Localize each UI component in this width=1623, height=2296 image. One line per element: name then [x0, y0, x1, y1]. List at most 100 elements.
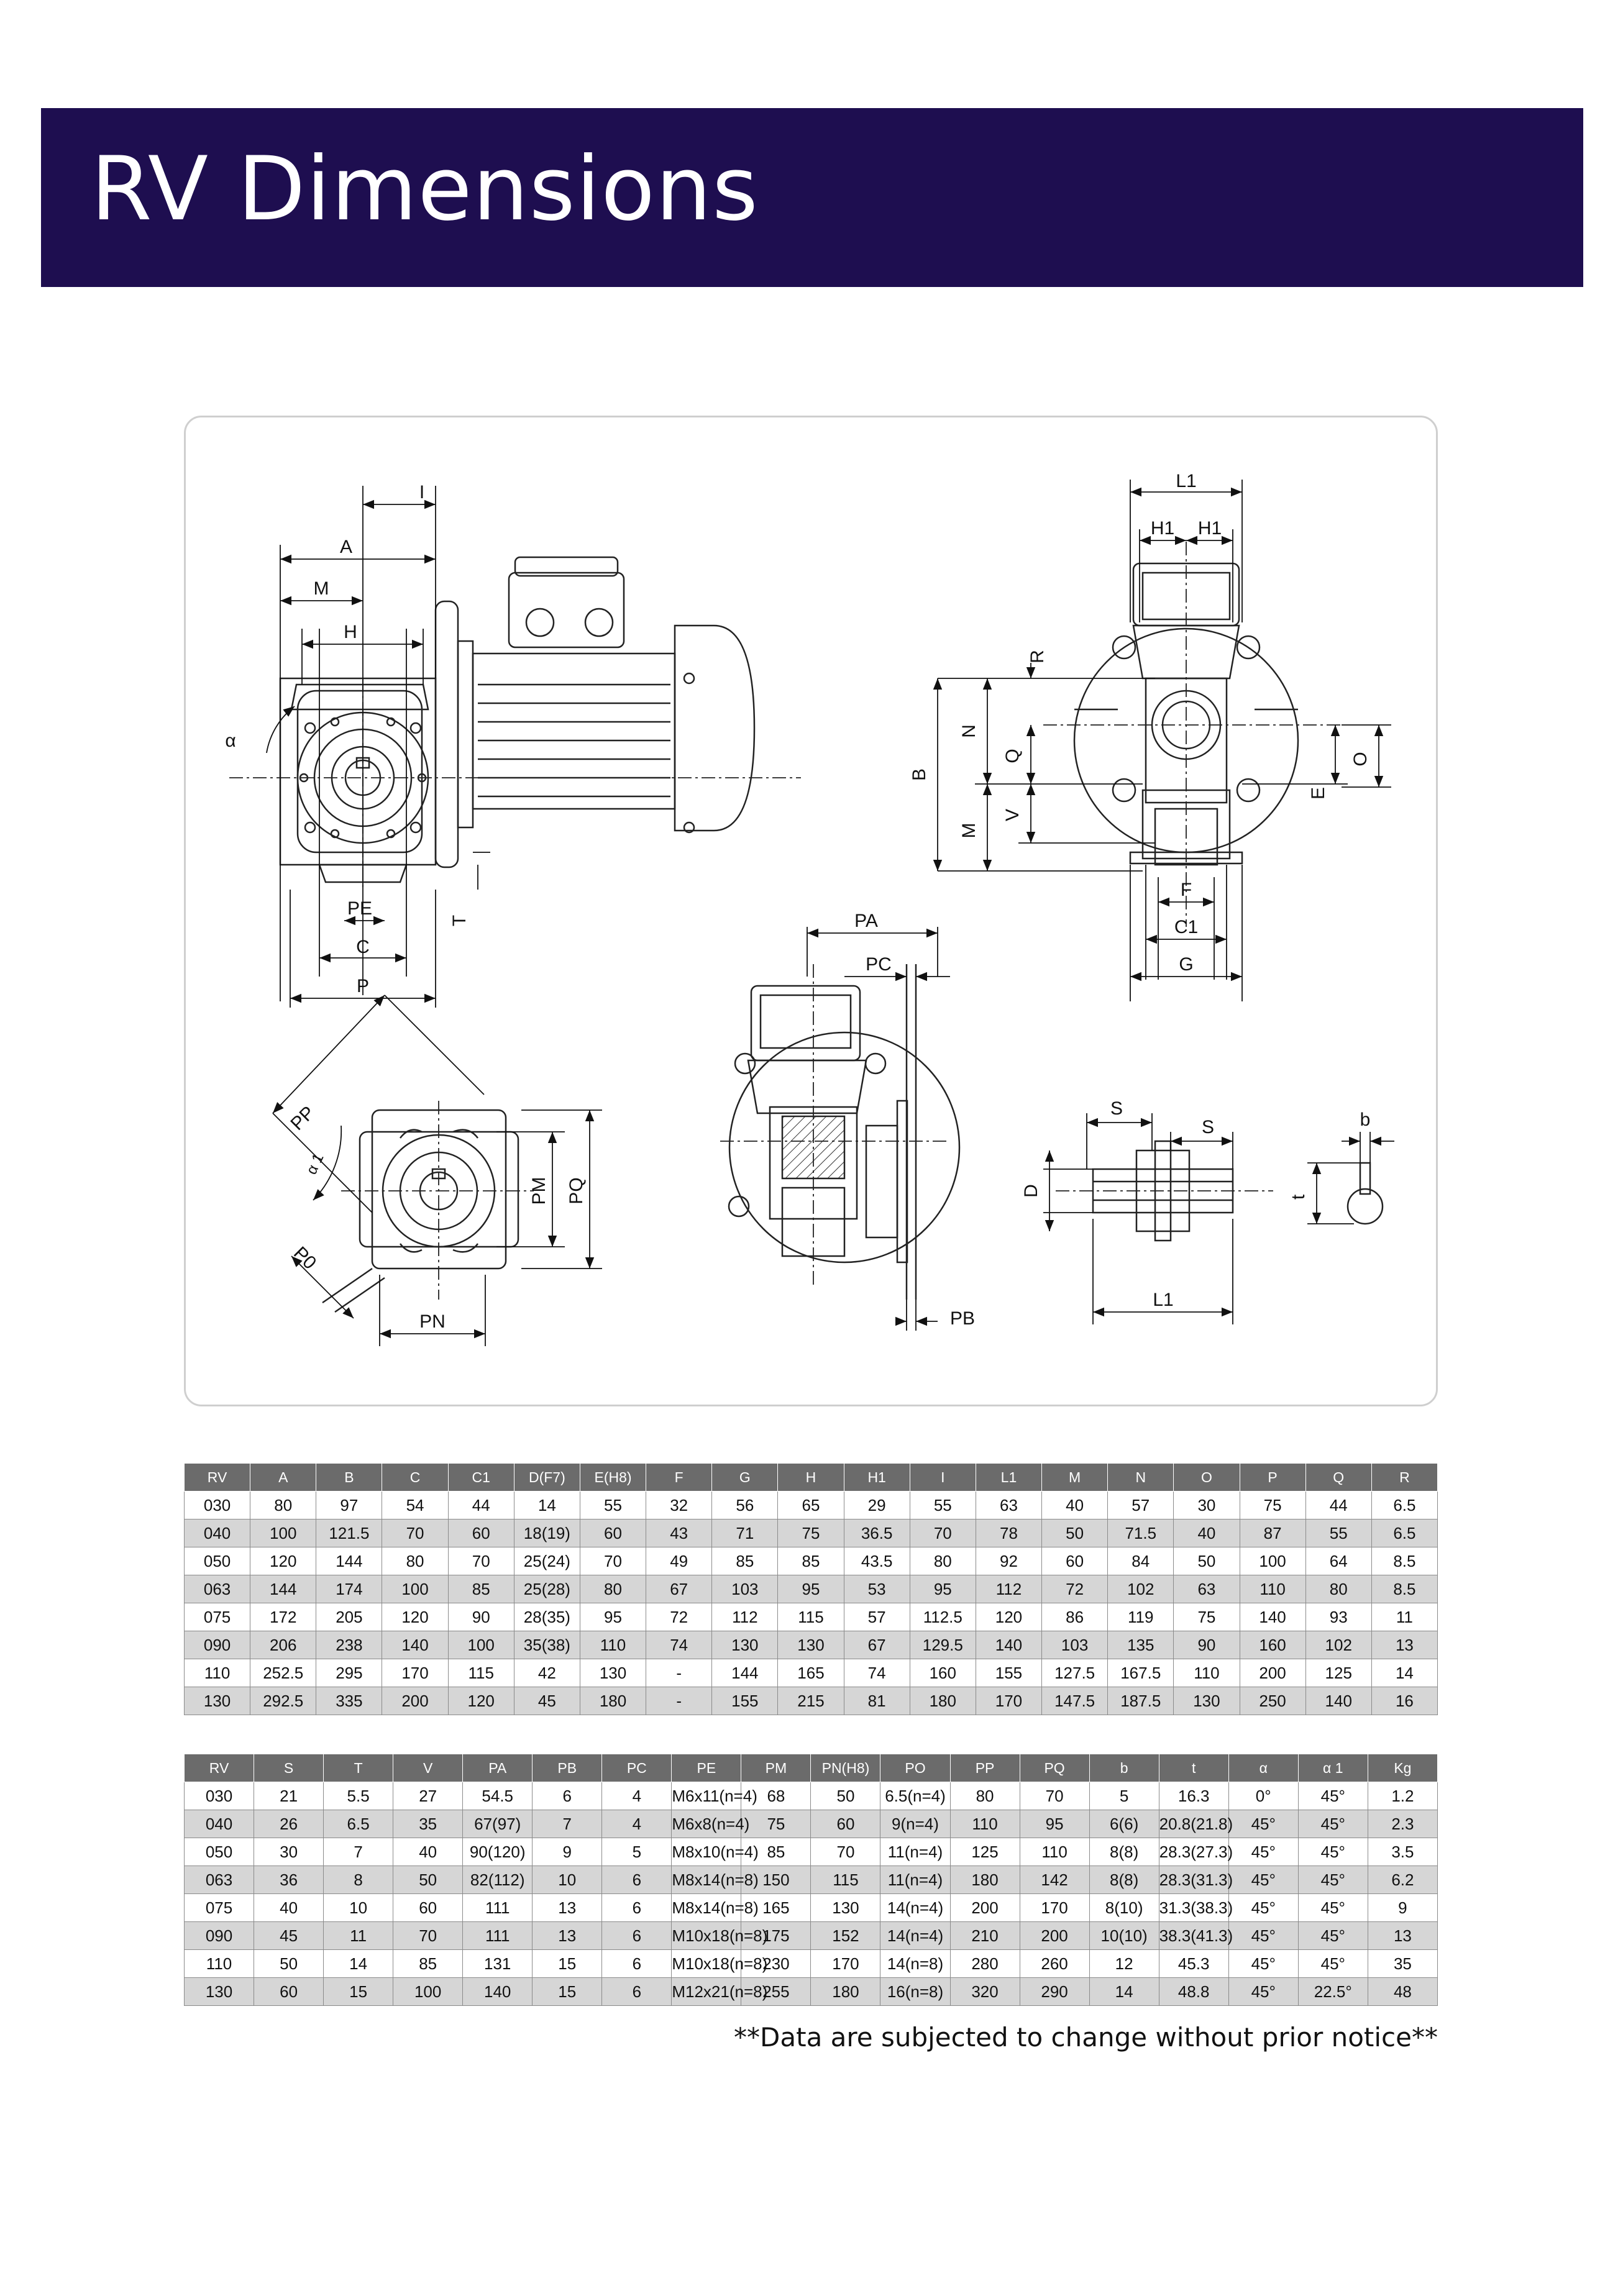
- dim-label-pn: PN: [419, 1311, 446, 1332]
- table-cell: 180: [810, 1977, 881, 2006]
- table-cell: 120: [382, 1603, 449, 1631]
- table-cell: M6x8(n=4): [671, 1810, 749, 1838]
- table-cell: 120: [250, 1547, 317, 1575]
- dim-label-c: C: [356, 937, 370, 957]
- table-cell: 15: [532, 1949, 603, 1978]
- dim-label-h1-right: H1: [1198, 518, 1222, 539]
- dim-label-l1: L1: [1176, 471, 1196, 491]
- table-cell: 45°: [1228, 1893, 1299, 1922]
- table-cell: 040: [183, 1519, 251, 1547]
- table-cell: 45°: [1228, 1866, 1299, 1894]
- table-cell: 14(n=8): [880, 1949, 951, 1978]
- side-view-dimensions: [266, 486, 490, 1008]
- table-cell: 16(n=8): [880, 1977, 951, 2006]
- table-cell: 75: [741, 1810, 812, 1838]
- column-header: PB: [532, 1754, 603, 1782]
- dim-label-pm: PM: [529, 1177, 549, 1205]
- table-cell: 50: [254, 1949, 324, 1978]
- dim-label-b-height: B: [909, 768, 930, 781]
- dim-label-f: F: [1181, 880, 1192, 900]
- dim-label-alpha1: α 1: [303, 1151, 327, 1177]
- table-cell: 102: [1305, 1631, 1372, 1659]
- table-cell: 21: [254, 1782, 324, 1810]
- table-cell: 119: [1107, 1603, 1174, 1631]
- table-cell: 6.5(n=4): [880, 1782, 951, 1810]
- square-flange-view-drawing: [322, 1101, 534, 1313]
- dim-label-q: Q: [1002, 749, 1023, 763]
- table-cell: 45°: [1297, 1782, 1368, 1810]
- table-cell: 100: [447, 1631, 514, 1659]
- table-cell: 090: [183, 1631, 251, 1659]
- table-cell: 10(10): [1089, 1921, 1159, 1950]
- table-cell: 55: [909, 1491, 976, 1519]
- table-cell: 40: [393, 1838, 464, 1866]
- dim-label-p0: P0: [290, 1243, 320, 1273]
- table-cell: 45°: [1228, 1810, 1299, 1838]
- dim-label-m: M: [314, 578, 329, 599]
- table-cell: 170: [810, 1949, 881, 1978]
- table-cell: 110: [949, 1810, 1020, 1838]
- table-cell: 111: [462, 1893, 533, 1922]
- table-cell: 144: [250, 1575, 317, 1603]
- column-header: H: [777, 1463, 844, 1492]
- table-cell: 95: [579, 1603, 647, 1631]
- dim-label-pa: PA: [854, 911, 878, 931]
- hollow-shaft-detail-labels: S S D L1 b t: [1021, 1098, 1370, 1310]
- table-cell: 160: [909, 1659, 976, 1687]
- table-cell: 100: [1239, 1547, 1306, 1575]
- table-cell: 14: [1089, 1977, 1159, 2006]
- table-cell: 70: [810, 1838, 881, 1866]
- table-cell: 45°: [1297, 1949, 1368, 1978]
- column-header: C: [382, 1463, 449, 1492]
- table-cell: 97: [316, 1491, 383, 1519]
- table-cell: 28(35): [513, 1603, 580, 1631]
- table-cell: 70: [447, 1547, 514, 1575]
- table-cell: 160: [1239, 1631, 1306, 1659]
- dim-label-s-left: S: [1110, 1098, 1123, 1119]
- table-cell: 45°: [1297, 1838, 1368, 1866]
- table-cell: 200: [949, 1893, 1020, 1922]
- table-cell: 103: [711, 1575, 779, 1603]
- column-header: C1: [447, 1463, 514, 1492]
- table-cell: 72: [1041, 1575, 1109, 1603]
- dim-label-pb: PB: [950, 1308, 975, 1329]
- dim-label-r: R: [1027, 650, 1048, 663]
- table-cell: 80: [949, 1782, 1020, 1810]
- dim-label-pp: PP: [286, 1102, 319, 1134]
- table-cell: 129.5: [909, 1631, 976, 1659]
- table-cell: 172: [250, 1603, 317, 1631]
- table-cell: 165: [741, 1893, 812, 1922]
- table-cell: 8.5: [1371, 1575, 1438, 1603]
- table-cell: 115: [777, 1603, 844, 1631]
- table-cell: 8(8): [1089, 1866, 1159, 1894]
- table-cell: 48.8: [1158, 1977, 1229, 2006]
- dim-label-pc: PC: [866, 954, 892, 975]
- table-cell: 60: [579, 1519, 647, 1547]
- dim-label-pe: PE: [347, 898, 372, 919]
- table-cell: 112: [975, 1575, 1043, 1603]
- table-cell: 70: [382, 1519, 449, 1547]
- table-cell: 22.5°: [1297, 1977, 1368, 2006]
- table-cell: 40: [254, 1893, 324, 1922]
- column-header: E(H8): [579, 1463, 647, 1492]
- table-cell: 85: [741, 1838, 812, 1866]
- table-cell: 180: [949, 1866, 1020, 1894]
- table-cell: 200: [382, 1687, 449, 1715]
- table-cell: 70: [579, 1547, 647, 1575]
- dim-label-n: N: [959, 724, 979, 738]
- table-cell: 42: [513, 1659, 580, 1687]
- table-cell: 125: [949, 1838, 1020, 1866]
- table-cell: 92: [975, 1547, 1043, 1575]
- table-cell: 45°: [1297, 1810, 1368, 1838]
- table-cell: 210: [949, 1921, 1020, 1950]
- technical-drawing-panel: I A M H α PE C P T: [184, 416, 1438, 1406]
- table-cell: 57: [1107, 1491, 1174, 1519]
- table-cell: 4: [601, 1810, 672, 1838]
- table-cell: 174: [316, 1575, 383, 1603]
- table-cell: 35(38): [513, 1631, 580, 1659]
